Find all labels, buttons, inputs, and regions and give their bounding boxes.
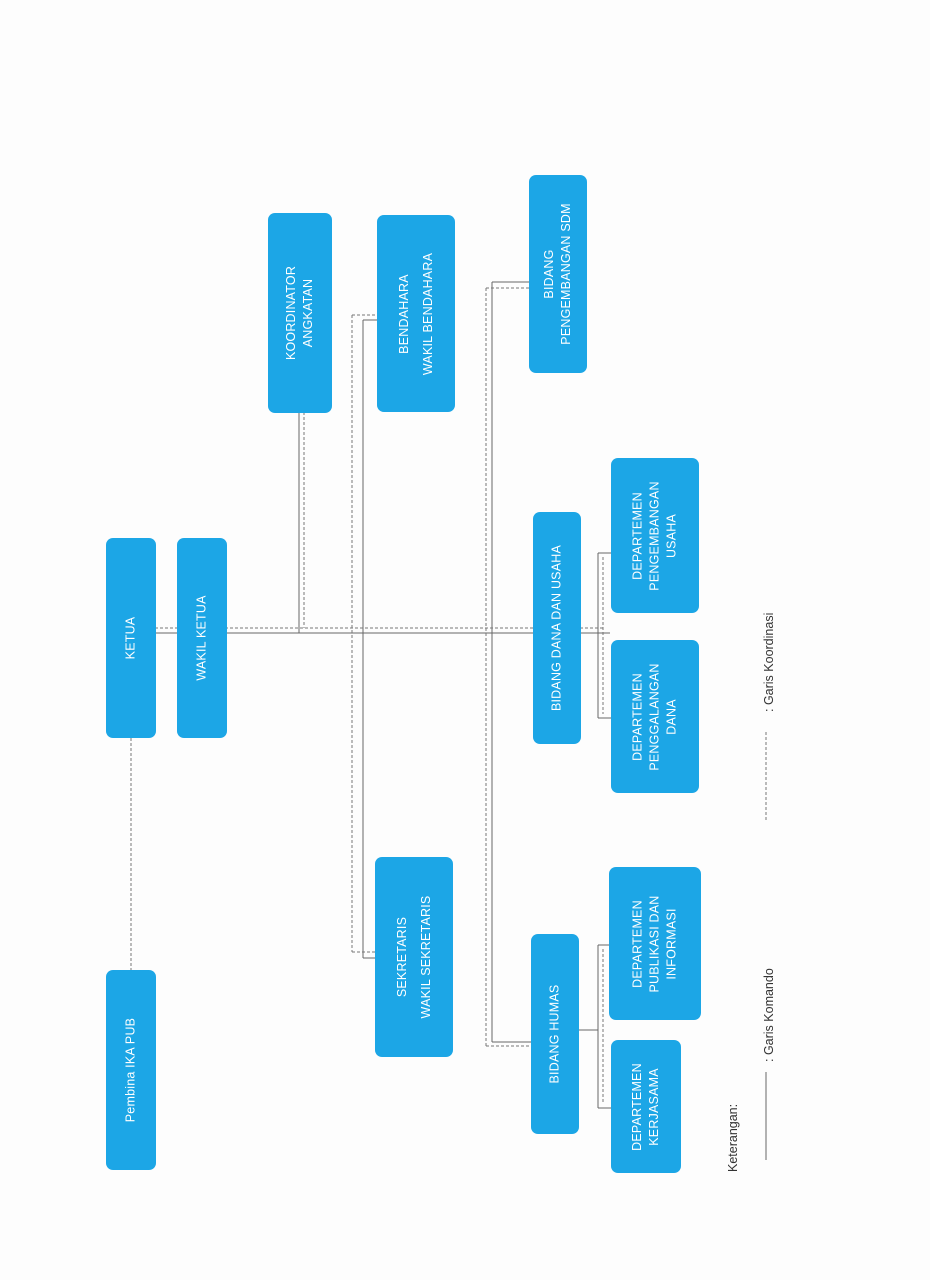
box-dept-pengembangan-usaha: DEPARTEMEN PENGEMBANGAN USAHA [611, 458, 699, 613]
box-pembina: Pembina IKA PUB [106, 970, 156, 1170]
box-dept-publikasi-informasi: DEPARTEMEN PUBLIKASI DAN INFORMASI [609, 867, 701, 1020]
box-koordinator-label: KOORDINATOR ANGKATAN [284, 265, 315, 361]
box-dept-usaha-label: DEPARTEMEN PENGEMBANGAN USAHA [630, 480, 679, 591]
box-bidang-humas-label: BIDANG HUMAS [547, 984, 562, 1084]
box-ketua-label: KETUA [123, 616, 138, 660]
box-dept-kerjasama: DEPARTEMEN KERJASAMA [611, 1040, 681, 1173]
box-bidang-dana-usaha: BIDANG DANA DAN USAHA [533, 512, 581, 744]
box-dept-dana-label: DEPARTEMEN PENGGALANGAN DANA [630, 662, 679, 771]
box-bidang-sdm-label: BIDANG PENGEMBANGAN SDM [542, 203, 573, 345]
box-dept-penggalangan-dana: DEPARTEMEN PENGGALANGAN DANA [611, 640, 699, 793]
box-dept-publikasi-label: DEPARTEMEN PUBLIKASI DAN INFORMASI [630, 894, 679, 993]
box-bendahara: BENDAHARA WAKIL BENDAHARA [377, 215, 455, 412]
box-wakil-ketua: WAKIL KETUA [177, 538, 227, 738]
box-bendahara-label: BENDAHARA WAKIL BENDAHARA [397, 252, 435, 375]
legend-title: Keterangan: [726, 1103, 740, 1172]
box-pembina-label: Pembina IKA PUB [123, 1017, 138, 1123]
legend-komando-label: : Garis Komando [762, 968, 776, 1062]
box-sekretaris-label: SEKRETARIS WAKIL SEKRETARIS [395, 895, 433, 1019]
box-bidang-sdm: BIDANG PENGEMBANGAN SDM [529, 175, 587, 373]
box-koordinator-angkatan: KOORDINATOR ANGKATAN [268, 213, 332, 413]
box-bidang-dana-label: BIDANG DANA DAN USAHA [549, 544, 564, 712]
box-wakil-ketua-label: WAKIL KETUA [194, 595, 209, 681]
legend-koordinasi-label: : Garis Koordinasi [762, 612, 776, 712]
box-bidang-humas: BIDANG HUMAS [531, 934, 579, 1134]
box-sekretaris: SEKRETARIS WAKIL SEKRETARIS [375, 857, 453, 1057]
box-ketua: KETUA [106, 538, 156, 738]
box-dept-kerjasama-label: DEPARTEMEN KERJASAMA [630, 1062, 661, 1151]
